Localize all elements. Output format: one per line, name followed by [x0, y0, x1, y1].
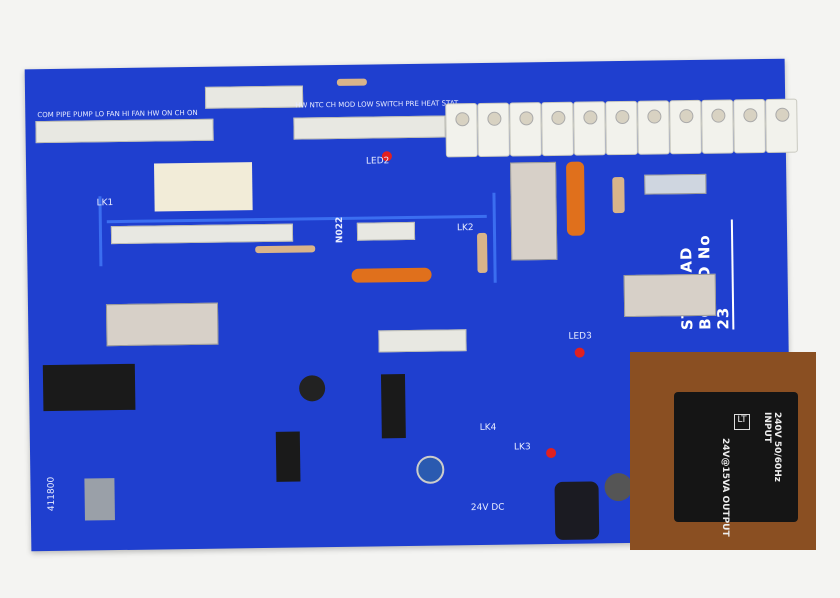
label: HW — [295, 101, 308, 110]
resistor — [612, 176, 625, 214]
label-mid-connector: HW NTC CH MOD LOW SWITCH PRE HEAT STAT — [295, 99, 458, 109]
connector-strip-mid — [293, 115, 446, 140]
transformer-output-label: 24V@15VA OUTPUT — [720, 438, 730, 537]
relay-top — [510, 161, 558, 261]
capacitor-orange — [566, 161, 586, 236]
transformer-logo: LT — [734, 414, 750, 430]
ic-chip — [275, 431, 301, 482]
label: PUMP — [73, 110, 93, 119]
label: MOD — [338, 100, 356, 109]
connector-s1 — [110, 223, 294, 245]
resistor — [477, 232, 488, 274]
label-led3: LED3 — [568, 331, 592, 342]
voltage-regulator — [84, 478, 115, 521]
label: HW ON — [147, 109, 173, 118]
label-board-number: 411800 — [46, 476, 58, 512]
connector-strip-top — [204, 85, 304, 109]
label: COM PIPE — [37, 110, 71, 120]
transformer-coil: LT 240V 50/60Hz INPUT 24V@15VA OUTPUT — [674, 392, 798, 537]
led-red — [574, 347, 585, 358]
label: CH ON — [174, 108, 198, 118]
label: CH — [325, 100, 337, 110]
relay-left — [105, 302, 219, 347]
trace — [492, 192, 497, 283]
capacitor-orange — [351, 267, 432, 283]
label-24vdc: 24V DC — [470, 502, 505, 514]
relay-right — [623, 273, 717, 317]
label-sticker — [154, 162, 253, 212]
connector-strip-left — [35, 118, 214, 144]
label-lk2: LK2 — [456, 223, 474, 234]
label: LO FAN — [94, 110, 120, 119]
label-lk3: LK3 — [513, 442, 531, 453]
label-lk4: LK4 — [479, 422, 497, 434]
capacitor-large — [554, 481, 600, 540]
resistor — [255, 245, 316, 254]
transformer-input-label: 240V 50/60Hz INPUT — [762, 412, 782, 482]
potentiometer — [298, 375, 326, 402]
fuse — [644, 173, 707, 195]
label: PRE HEAT — [405, 99, 440, 109]
connector-pl — [378, 329, 467, 353]
label: HI FAN — [121, 109, 146, 118]
label-led2: LED2 — [365, 156, 390, 167]
ic-chip — [380, 374, 406, 439]
resistor — [336, 78, 367, 86]
connector-s3 — [356, 221, 416, 241]
label-n022: N022 — [334, 216, 346, 244]
label: LOW SWITCH — [357, 100, 404, 109]
transformer: LT 240V 50/60Hz INPUT 24V@15VA OUTPUT — [630, 352, 816, 550]
label: NTC — [309, 101, 324, 110]
buzzer — [604, 472, 633, 502]
relay-black — [42, 363, 136, 412]
capacitor-blue — [416, 455, 445, 484]
trace — [106, 214, 487, 224]
label-lk1: LK1 — [96, 198, 114, 209]
led-red — [546, 447, 557, 459]
